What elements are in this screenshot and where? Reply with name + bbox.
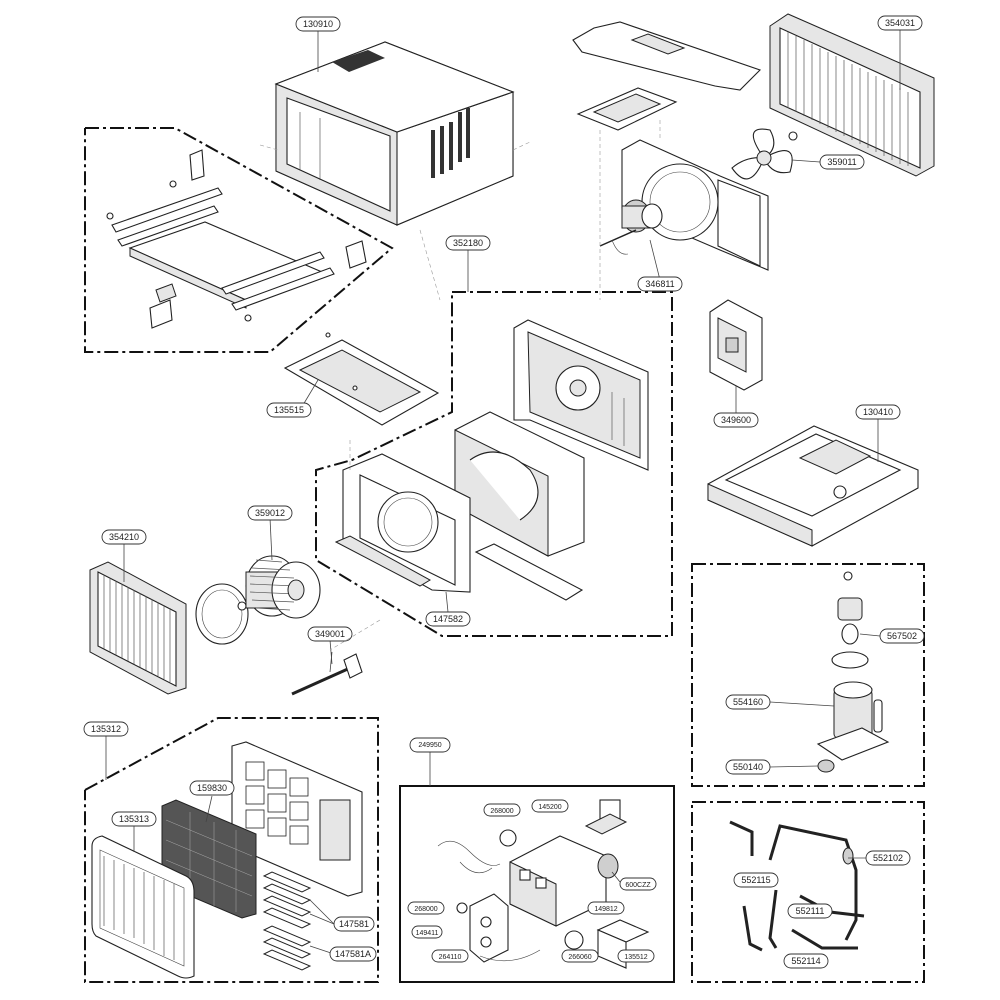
svg-text:264110: 264110 bbox=[439, 954, 462, 961]
fan-propeller-part bbox=[731, 128, 798, 180]
callout-top-insulation: 135515 bbox=[266, 379, 319, 418]
svg-text:266060: 266060 bbox=[568, 954, 591, 961]
callout-ctrl-bracket: 145200 bbox=[531, 799, 569, 813]
callout-compressor: 554160 bbox=[725, 694, 835, 710]
callout-louver-a: 147581 bbox=[333, 916, 375, 932]
svg-text:354031: 354031 bbox=[885, 18, 915, 28]
fan-bracket-small bbox=[576, 87, 678, 131]
svg-text:552114: 552114 bbox=[791, 956, 820, 966]
callout-tube-4: 552114 bbox=[783, 953, 829, 969]
callout-cabinet: 130910 bbox=[295, 16, 341, 72]
callout-front-grille-assy: 135312 bbox=[83, 721, 129, 780]
svg-text:552115: 552115 bbox=[741, 875, 770, 885]
svg-text:346811: 346811 bbox=[645, 279, 674, 289]
svg-text:567502: 567502 bbox=[887, 631, 917, 641]
group-outline-control-box bbox=[399, 785, 675, 983]
callout-louver-b: 147581A bbox=[329, 946, 377, 962]
callout-base-pan: 130410 bbox=[855, 404, 901, 462]
svg-text:552102: 552102 bbox=[873, 853, 903, 863]
svg-text:149812: 149812 bbox=[594, 906, 617, 913]
condenser-part bbox=[769, 13, 935, 177]
svg-text:359011: 359011 bbox=[827, 157, 856, 167]
svg-text:268000: 268000 bbox=[490, 808, 513, 815]
callout-harness: 264110 bbox=[431, 949, 469, 963]
front-panel-part bbox=[91, 835, 195, 979]
air-guide-rear-plate bbox=[513, 319, 649, 471]
svg-text:147582: 147582 bbox=[433, 614, 463, 624]
callout-cap-valve: 567502 bbox=[859, 628, 925, 644]
louvers-part bbox=[262, 871, 335, 971]
callout-front-panel: 135313 bbox=[111, 811, 157, 852]
callout-tube-2: 552115 bbox=[733, 872, 779, 888]
top-shroud bbox=[572, 21, 762, 91]
svg-text:268000: 268000 bbox=[414, 906, 437, 913]
callout-display-cover: 135512 bbox=[617, 949, 655, 963]
svg-text:554160: 554160 bbox=[733, 697, 763, 707]
group-outline-tubing bbox=[691, 801, 925, 983]
callout-tube-3: 552111 bbox=[787, 903, 833, 919]
callout-blower-wheel: 359012 bbox=[247, 505, 293, 561]
callout-grommet: 550140 bbox=[725, 759, 819, 775]
svg-text:349001: 349001 bbox=[315, 629, 345, 639]
callout-capacitor: 600CZZ bbox=[611, 871, 657, 891]
svg-text:135515: 135515 bbox=[274, 405, 304, 415]
svg-text:135512: 135512 bbox=[624, 954, 647, 961]
cabinet-part bbox=[259, 41, 531, 226]
top-insulation-part bbox=[283, 332, 440, 426]
svg-text:249950: 249950 bbox=[418, 742, 441, 749]
callout-fan-propeller: 359011 bbox=[791, 154, 865, 170]
svg-text:354210: 354210 bbox=[109, 532, 139, 542]
svg-text:149411: 149411 bbox=[416, 930, 439, 937]
group-outline-compressor bbox=[691, 563, 925, 787]
callout-evaporator: 354210 bbox=[101, 529, 147, 582]
callout-tube-1: 552102 bbox=[848, 850, 911, 866]
callout-thermistor: 349001 bbox=[307, 626, 353, 665]
base-rails-part bbox=[106, 149, 367, 329]
svg-text:135312: 135312 bbox=[91, 724, 121, 734]
air-guide-frame-part bbox=[334, 453, 584, 601]
motor-bracket-part bbox=[709, 299, 763, 391]
callout-motor: 346811 bbox=[637, 239, 683, 292]
svg-text:147581A: 147581A bbox=[335, 949, 371, 959]
compressor-part bbox=[816, 571, 890, 773]
evaporator-part bbox=[89, 561, 187, 695]
callout-air-guide-frame: 147582 bbox=[425, 591, 471, 627]
group-outline-air-guide bbox=[315, 291, 673, 637]
front-frame bbox=[231, 741, 363, 897]
svg-text:145200: 145200 bbox=[538, 804, 561, 811]
callout-relay: 268000 bbox=[483, 803, 521, 817]
svg-text:359012: 359012 bbox=[255, 508, 285, 518]
svg-text:352180: 352180 bbox=[453, 238, 483, 248]
scroll-housing bbox=[454, 411, 585, 557]
base-pan-part bbox=[707, 425, 919, 547]
svg-text:159830: 159830 bbox=[197, 783, 227, 793]
callout-motor-bracket: 349600 bbox=[713, 386, 759, 428]
assembly-guides bbox=[329, 120, 661, 651]
control-box-part bbox=[437, 799, 650, 969]
thermistor-part bbox=[291, 651, 363, 696]
svg-text:552111: 552111 bbox=[796, 906, 825, 916]
svg-text:147581: 147581 bbox=[339, 919, 369, 929]
callout-control-box: 249950 bbox=[409, 737, 451, 786]
callout-switch-a: 268000 bbox=[407, 901, 445, 915]
svg-text:130410: 130410 bbox=[863, 407, 893, 417]
svg-text:600CZZ: 600CZZ bbox=[625, 882, 651, 889]
blower-wheel-part bbox=[245, 555, 321, 619]
callout-base-rails: 352180 bbox=[445, 235, 491, 292]
callout-cover: 149812 bbox=[587, 901, 625, 915]
callout-switch-b: 149411 bbox=[411, 925, 443, 939]
callout-air-filter: 159830 bbox=[189, 780, 235, 823]
group-outline-base-rails bbox=[84, 127, 394, 353]
svg-text:130910: 130910 bbox=[303, 19, 333, 29]
callout-knob: 266060 bbox=[561, 949, 599, 963]
motor-part bbox=[599, 199, 663, 255]
svg-text:135313: 135313 bbox=[119, 814, 149, 824]
svg-text:550140: 550140 bbox=[733, 762, 763, 772]
orifice-ring bbox=[195, 583, 249, 645]
svg-text:349600: 349600 bbox=[721, 415, 751, 425]
callout-condenser: 354031 bbox=[877, 15, 923, 90]
group-outline-front-grille bbox=[84, 717, 379, 983]
